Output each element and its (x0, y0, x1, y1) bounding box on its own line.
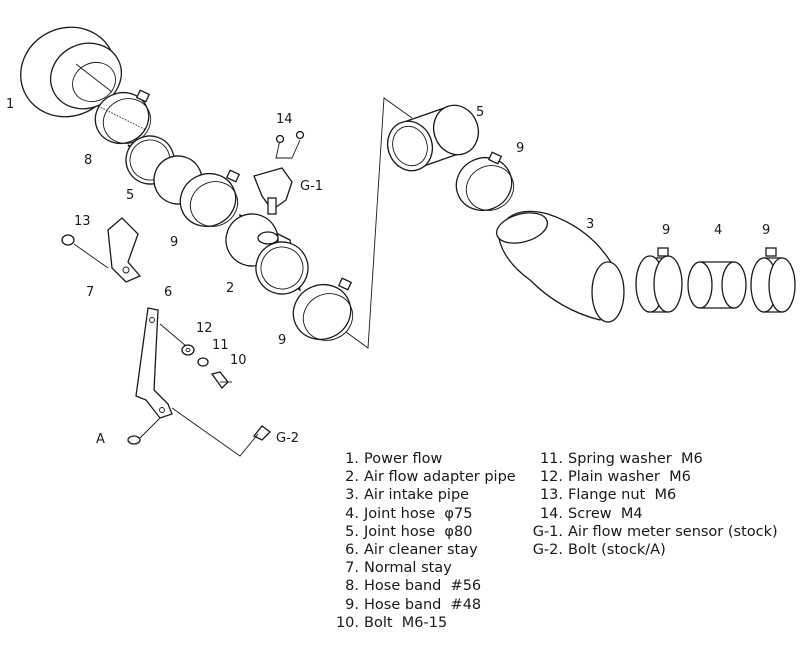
callout-2: 2 (226, 281, 234, 296)
callout-13: 13 (74, 214, 91, 229)
legend-item-number: 11. (539, 451, 563, 467)
callout-3: 3 (586, 217, 594, 232)
callout-5: 5 (126, 188, 134, 203)
legend-item: 1. Power flow (332, 450, 516, 468)
legend-item: 8. Hose band #56 (332, 577, 516, 595)
legend-item-number: 9. (345, 596, 359, 613)
callout-12: 12 (196, 321, 213, 336)
callout-7: 7 (86, 285, 94, 300)
callout-6: 6 (164, 285, 172, 300)
callout-8: 8 (84, 153, 92, 168)
flange-nut-m6 (61, 234, 109, 269)
legend-item-number: 4. (345, 505, 359, 522)
legend-item-label: Flange nut M6 (568, 487, 677, 504)
callout-g2: G-2 (276, 431, 299, 446)
legend-item-number: G-1. (532, 523, 563, 540)
hose-band-48-a (179, 169, 241, 228)
legend-item: 5. Joint hose φ80 (332, 523, 516, 541)
legend-item-label: Air intake pipe (364, 487, 470, 504)
callout-11: 11 (212, 338, 229, 353)
legend-item-number: 7. (345, 560, 359, 577)
legend-item-number: 12. (539, 469, 563, 486)
legend-item-number: 3. (345, 487, 359, 504)
callout-9: 9 (278, 333, 286, 348)
legend-item-number: 5. (345, 523, 359, 540)
joint-hose-80-right (386, 104, 480, 172)
callout-g1: G-1 (300, 179, 323, 194)
power-flow-filter (20, 26, 122, 118)
legend-item-label: Screw M4 (568, 505, 643, 522)
callout-9: 9 (170, 235, 178, 250)
bolt-m6-15 (210, 371, 232, 390)
air-flow-adapter-pipe (225, 213, 309, 295)
legend-item-label: Bolt (stock/A) (568, 542, 666, 559)
callout-5-right: 5 (476, 105, 484, 120)
callout-a: A (96, 432, 105, 447)
legend-item-number: 6. (345, 542, 359, 559)
callout-10: 10 (230, 353, 247, 368)
legend-item-number: G-2. (532, 542, 563, 559)
callout-9-right3: 9 (762, 223, 770, 238)
callout-4: 4 (714, 223, 722, 238)
legend-item-label: Air flow adapter pipe (364, 469, 516, 486)
hose-band-48-d (635, 247, 683, 313)
spring-washer-m6 (197, 357, 209, 367)
legend-item: 9. Hose band #48 (332, 596, 516, 614)
legend-item: G-1. Air flow meter sensor (stock) (528, 523, 778, 541)
screw-m4 (275, 130, 305, 144)
callout-9-right2: 9 (662, 223, 670, 238)
legend-item: 7. Normal stay (332, 559, 516, 577)
legend-item-number: 10. (335, 614, 359, 631)
bolt-stock-a (171, 407, 271, 457)
legend-item-label: Plain washer M6 (568, 469, 691, 486)
legend-item-label: Joint hose φ75 (364, 505, 473, 522)
legend-item-number: 2. (345, 469, 359, 486)
legend-item: 3. Air intake pipe (332, 486, 516, 504)
legend-item: 13. Flange nut M6 (528, 486, 778, 504)
air-intake-pipe (495, 210, 625, 323)
legend-item-number: 8. (345, 578, 359, 595)
legend-item-number: 13. (539, 487, 563, 504)
callout-14: 14 (276, 112, 293, 127)
joint-hose-75 (687, 261, 747, 309)
callout-9-right: 9 (516, 141, 524, 156)
legend-item-label: Normal stay (364, 560, 452, 577)
hose-band-48-e (750, 247, 796, 313)
air-cleaner-stay (135, 307, 173, 419)
legend-item-label: Air cleaner stay (364, 542, 478, 559)
normal-stay (107, 217, 142, 283)
callout-1: 1 (6, 97, 14, 112)
legend-item-label: Bolt M6-15 (364, 614, 448, 631)
legend-item: 10. Bolt M6-15 (332, 614, 516, 632)
legend-item-label: Power flow (364, 451, 443, 467)
legend-item-number: 1. (345, 451, 359, 467)
hose-band-48-c (455, 151, 515, 212)
legend-item-label: Joint hose φ80 (364, 523, 473, 540)
legend-item-number: 14. (539, 505, 563, 522)
marker-a (127, 417, 161, 445)
legend-item: 6. Air cleaner stay (332, 541, 516, 559)
connection-leader-line (345, 97, 413, 349)
air-flow-meter-sensor (253, 139, 301, 215)
legend-item: 12. Plain washer M6 (528, 468, 778, 486)
legend-item: 11. Spring washer M6 (528, 450, 778, 468)
legend-item-label: Air flow meter sensor (stock) (568, 523, 778, 540)
legend-item-label: Hose band #48 (364, 596, 482, 613)
legend-item-label: Hose band #56 (364, 578, 482, 595)
legend-item-label: Spring washer M6 (568, 451, 703, 467)
legend-item: 4. Joint hose φ75 (332, 505, 516, 523)
legend-item: 14. Screw M4 (528, 505, 778, 523)
legend-item: 2. Air flow adapter pipe (332, 468, 516, 486)
plain-washer-m6 (181, 344, 195, 356)
parts-legend-left: 1. Power flow 2. Air flow adapter pipe 3. Air… (332, 450, 516, 632)
legend-item: G-2. Bolt (stock/A) (528, 541, 778, 559)
hose-band-48-b (292, 277, 354, 341)
